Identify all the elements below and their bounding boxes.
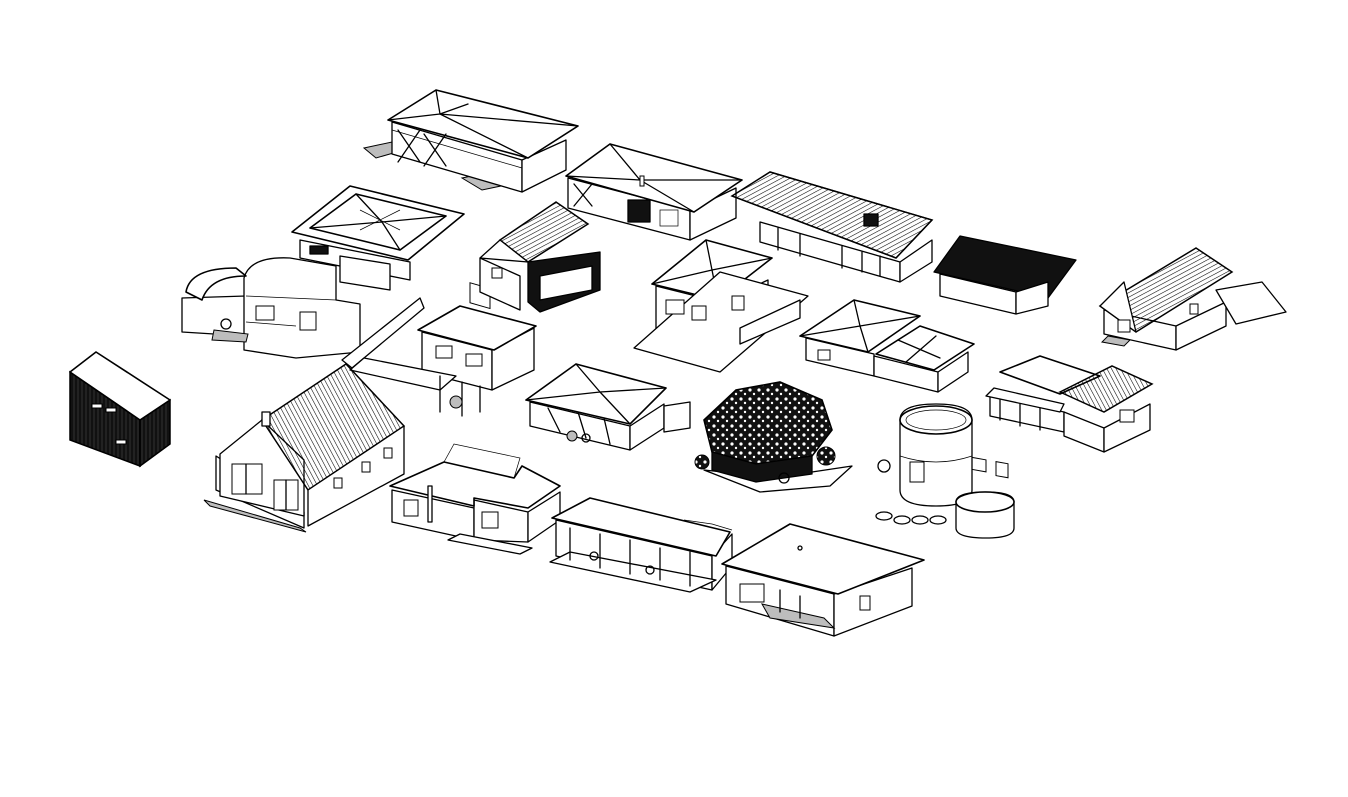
house-gable-carport (1098, 247, 1287, 351)
house-hipped-l-shape (799, 299, 975, 393)
house-ribbed-with-porch (985, 355, 1154, 453)
house-dark-polygon-pavilion (694, 381, 853, 493)
house-cylinder (875, 403, 1015, 539)
house-two-storey-hipped (633, 239, 809, 373)
house-long-ribbed-gable (730, 171, 934, 283)
house-big-gable-glass (203, 363, 406, 533)
house-small-hipped-terrace (525, 363, 691, 451)
house-black-bungalow (933, 235, 1077, 479)
house-dark-gable-small (479, 201, 601, 313)
house-flat-two-storey (341, 297, 537, 417)
house-flat-hipped-courtyard (291, 185, 465, 291)
house-black-box-cabin (69, 351, 171, 468)
house-flat-l-bungalow (389, 443, 561, 555)
house-flat-bungalow-front (721, 523, 925, 637)
house-hipped-villa-top (362, 89, 579, 310)
house-hipped-garage (565, 143, 743, 241)
house-rounded-modern (181, 257, 361, 359)
house-flat-long-terrace (549, 497, 733, 593)
